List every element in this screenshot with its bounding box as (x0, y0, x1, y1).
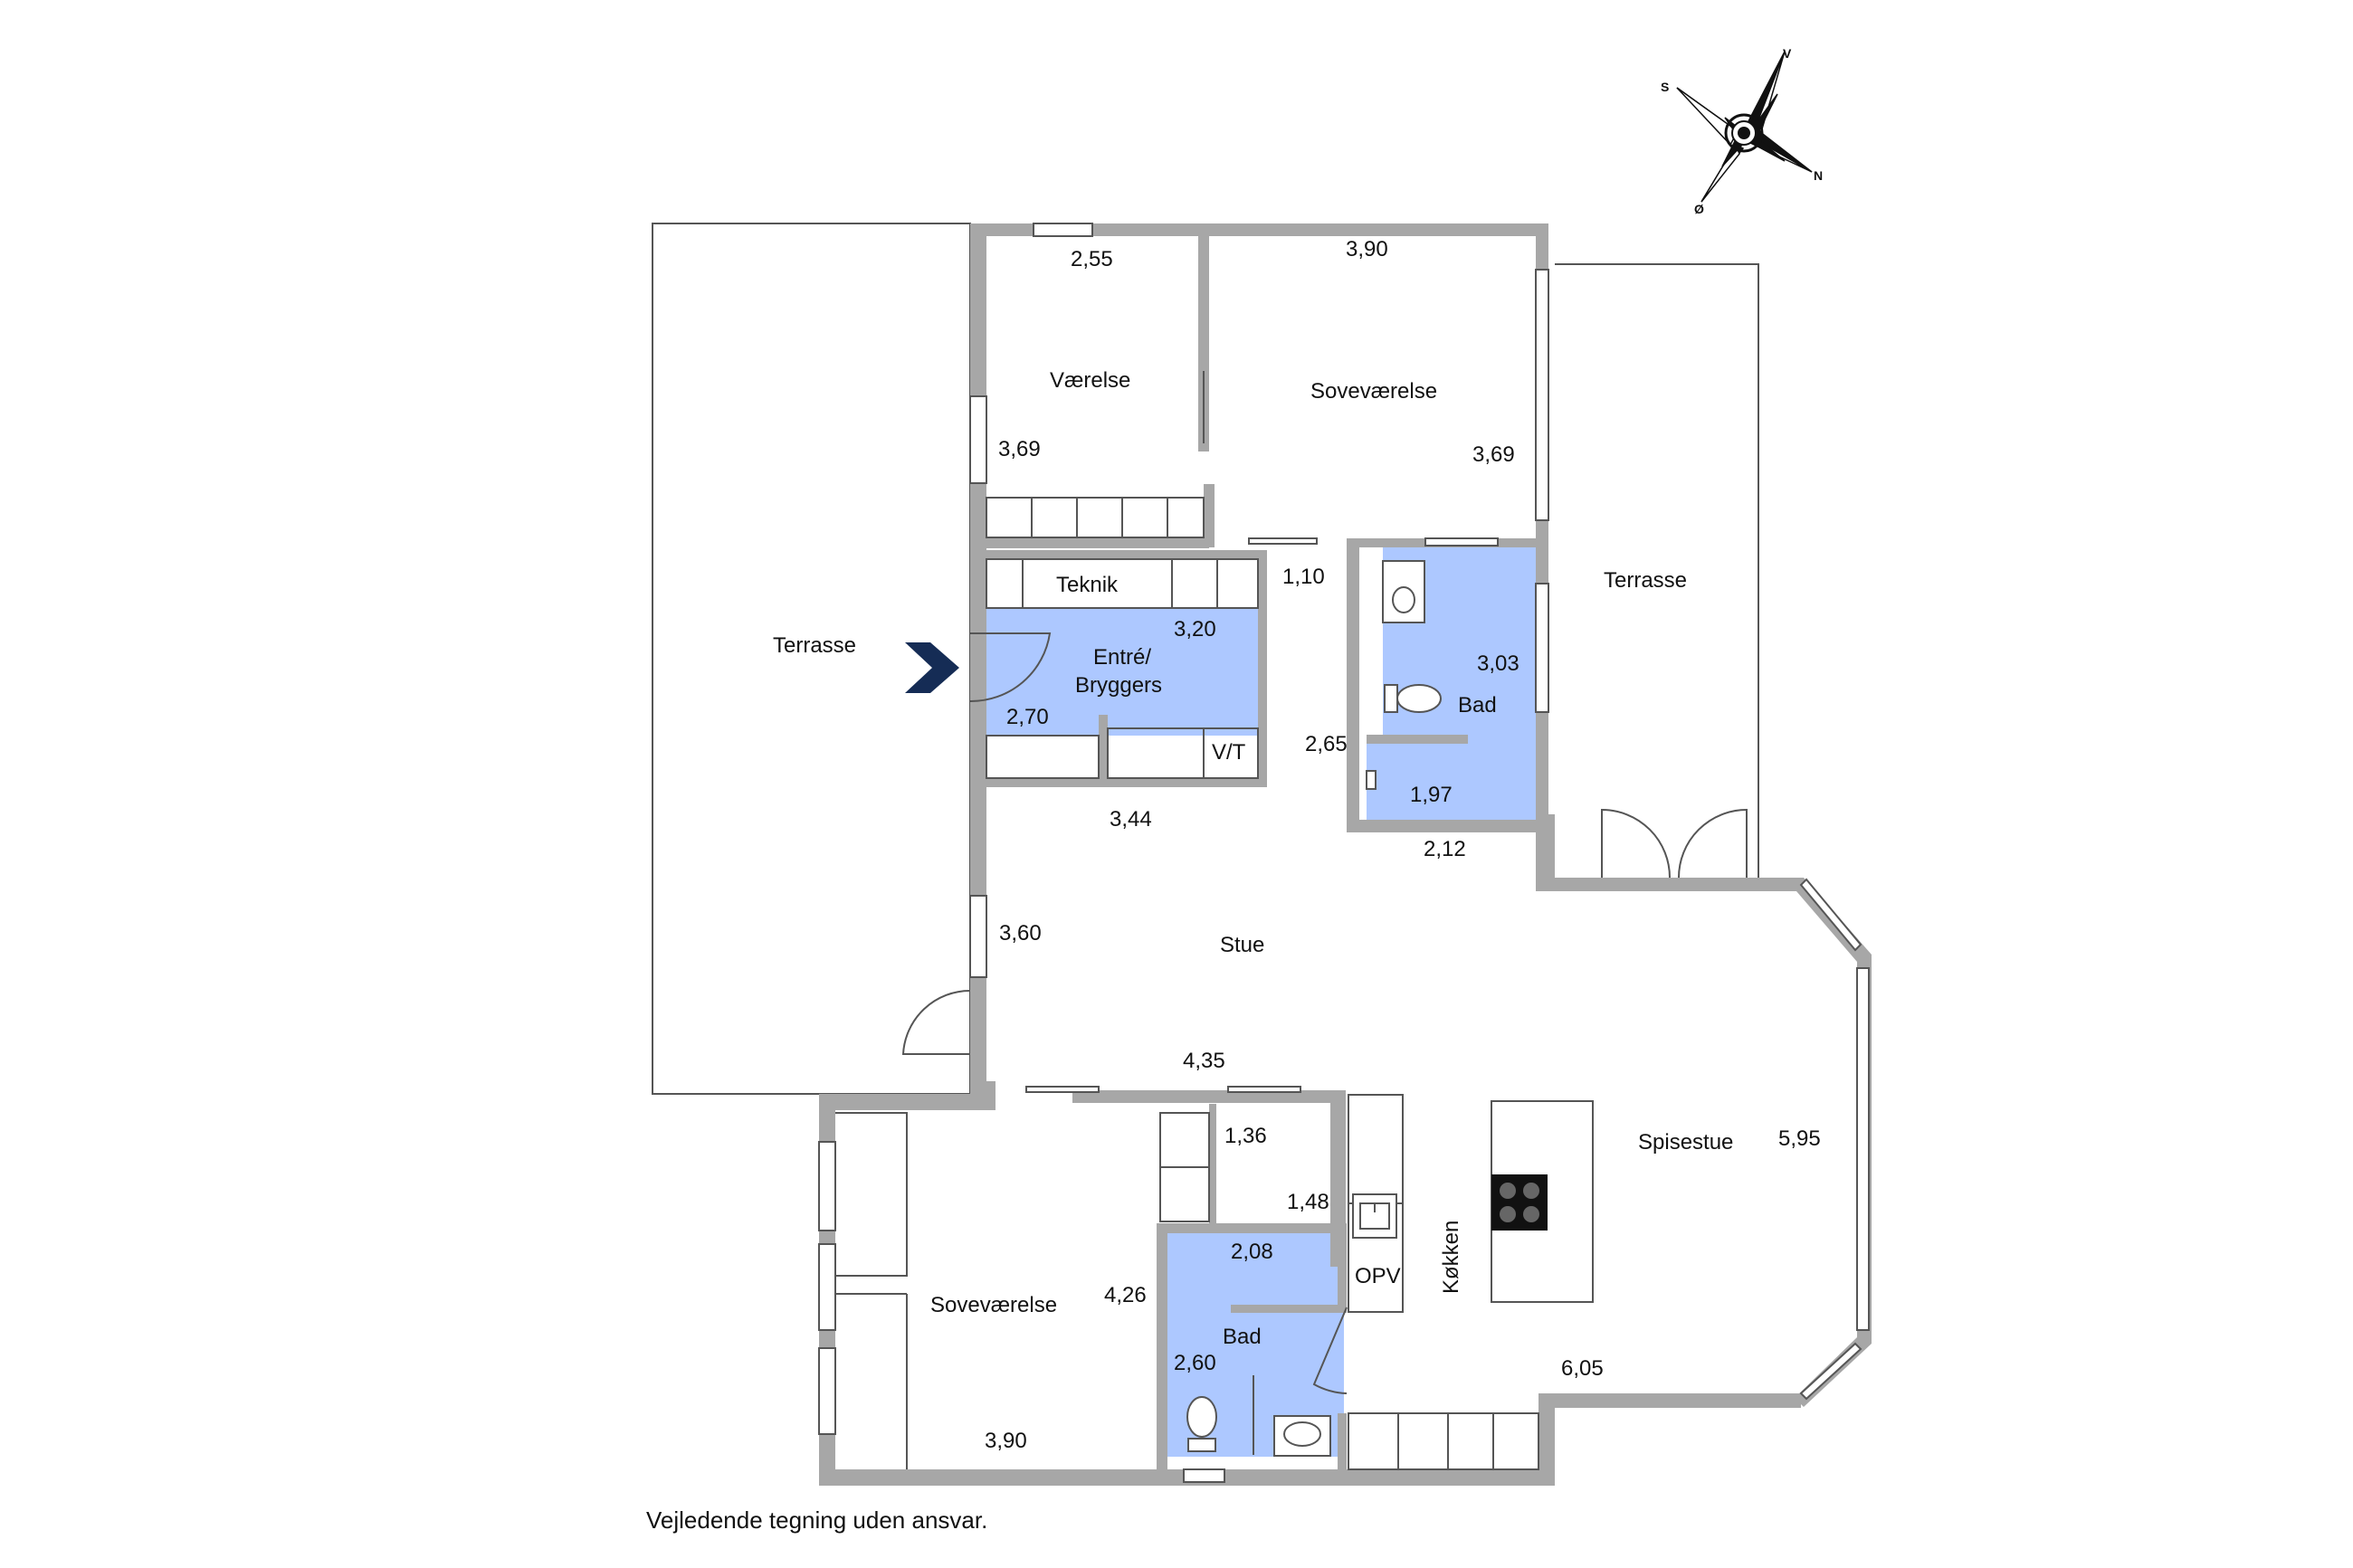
label-bad-bottom: Bad (1223, 1325, 1262, 1349)
dim-3-60: 3,60 (999, 921, 1042, 946)
hob-icon (1491, 1174, 1548, 1231)
dim-4-26: 4,26 (1104, 1283, 1147, 1307)
compass-rose (1676, 51, 1813, 203)
dim-3-69-right: 3,69 (1472, 442, 1515, 467)
dim-3-90-top: 3,90 (1346, 237, 1388, 261)
dim-1-97: 1,97 (1410, 783, 1453, 807)
label-sovevaerelse-bottom: Soveværelse (930, 1293, 1057, 1317)
dim-1-36: 1,36 (1224, 1124, 1267, 1148)
dim-2-60: 2,60 (1174, 1351, 1216, 1375)
label-entre-line2: Bryggers (1075, 673, 1162, 698)
label-stue: Stue (1220, 933, 1264, 957)
dim-3-03: 3,03 (1477, 651, 1519, 676)
dim-2-55: 2,55 (1071, 247, 1113, 271)
label-entre-line1: Entré/ (1093, 645, 1151, 670)
label-teknik: Teknik (1056, 573, 1119, 597)
disclaimer-text: Vejledende tegning uden ansvar. (646, 1506, 988, 1534)
bathroom-bottom-fixtures (1186, 1375, 1331, 1457)
terrace-right (1555, 263, 1759, 882)
interior-walls (986, 232, 1544, 1477)
dim-3-20: 3,20 (1174, 617, 1216, 641)
label-terrasse-right: Terrasse (1604, 568, 1687, 593)
dim-2-65: 2,65 (1305, 732, 1348, 756)
terrace-left (652, 223, 971, 1095)
label-opv: OPV (1355, 1264, 1401, 1288)
compass-v-label: V (1783, 46, 1792, 61)
doors (901, 371, 1748, 1394)
dim-2-70: 2,70 (1006, 705, 1049, 729)
compass-o-label: Ø (1694, 202, 1704, 216)
label-vt: V/T (1212, 740, 1246, 765)
dim-4-35: 4,35 (1183, 1049, 1225, 1073)
dim-1-48: 1,48 (1287, 1190, 1329, 1214)
dim-2-08: 2,08 (1231, 1240, 1273, 1264)
windows (818, 223, 1870, 1483)
dim-5-95: 5,95 (1778, 1126, 1821, 1151)
label-bad-top: Bad (1458, 693, 1497, 717)
dim-3-44: 3,44 (1110, 807, 1152, 832)
dim-6-05: 6,05 (1561, 1356, 1604, 1381)
entry-arrow-icon (905, 642, 959, 693)
compass-s-label: S (1661, 80, 1669, 94)
dim-1-10: 1,10 (1282, 565, 1325, 589)
closets (835, 497, 1539, 1470)
label-terrasse-left: Terrasse (773, 633, 856, 658)
label-vaerelse: Værelse (1050, 368, 1130, 393)
kitchen-sink-icon (1352, 1193, 1397, 1239)
dim-2-12: 2,12 (1424, 837, 1466, 861)
label-sovevaerelse-top: Soveværelse (1310, 379, 1437, 404)
bathroom-top-fixtures (1366, 560, 1442, 790)
label-spisestue: Spisestue (1638, 1130, 1733, 1155)
compass-n-label: N (1814, 168, 1823, 183)
dim-3-90-bottom: 3,90 (985, 1429, 1027, 1453)
dim-3-69-left: 3,69 (998, 437, 1041, 461)
label-koekken: Køkken (1439, 1221, 1463, 1294)
